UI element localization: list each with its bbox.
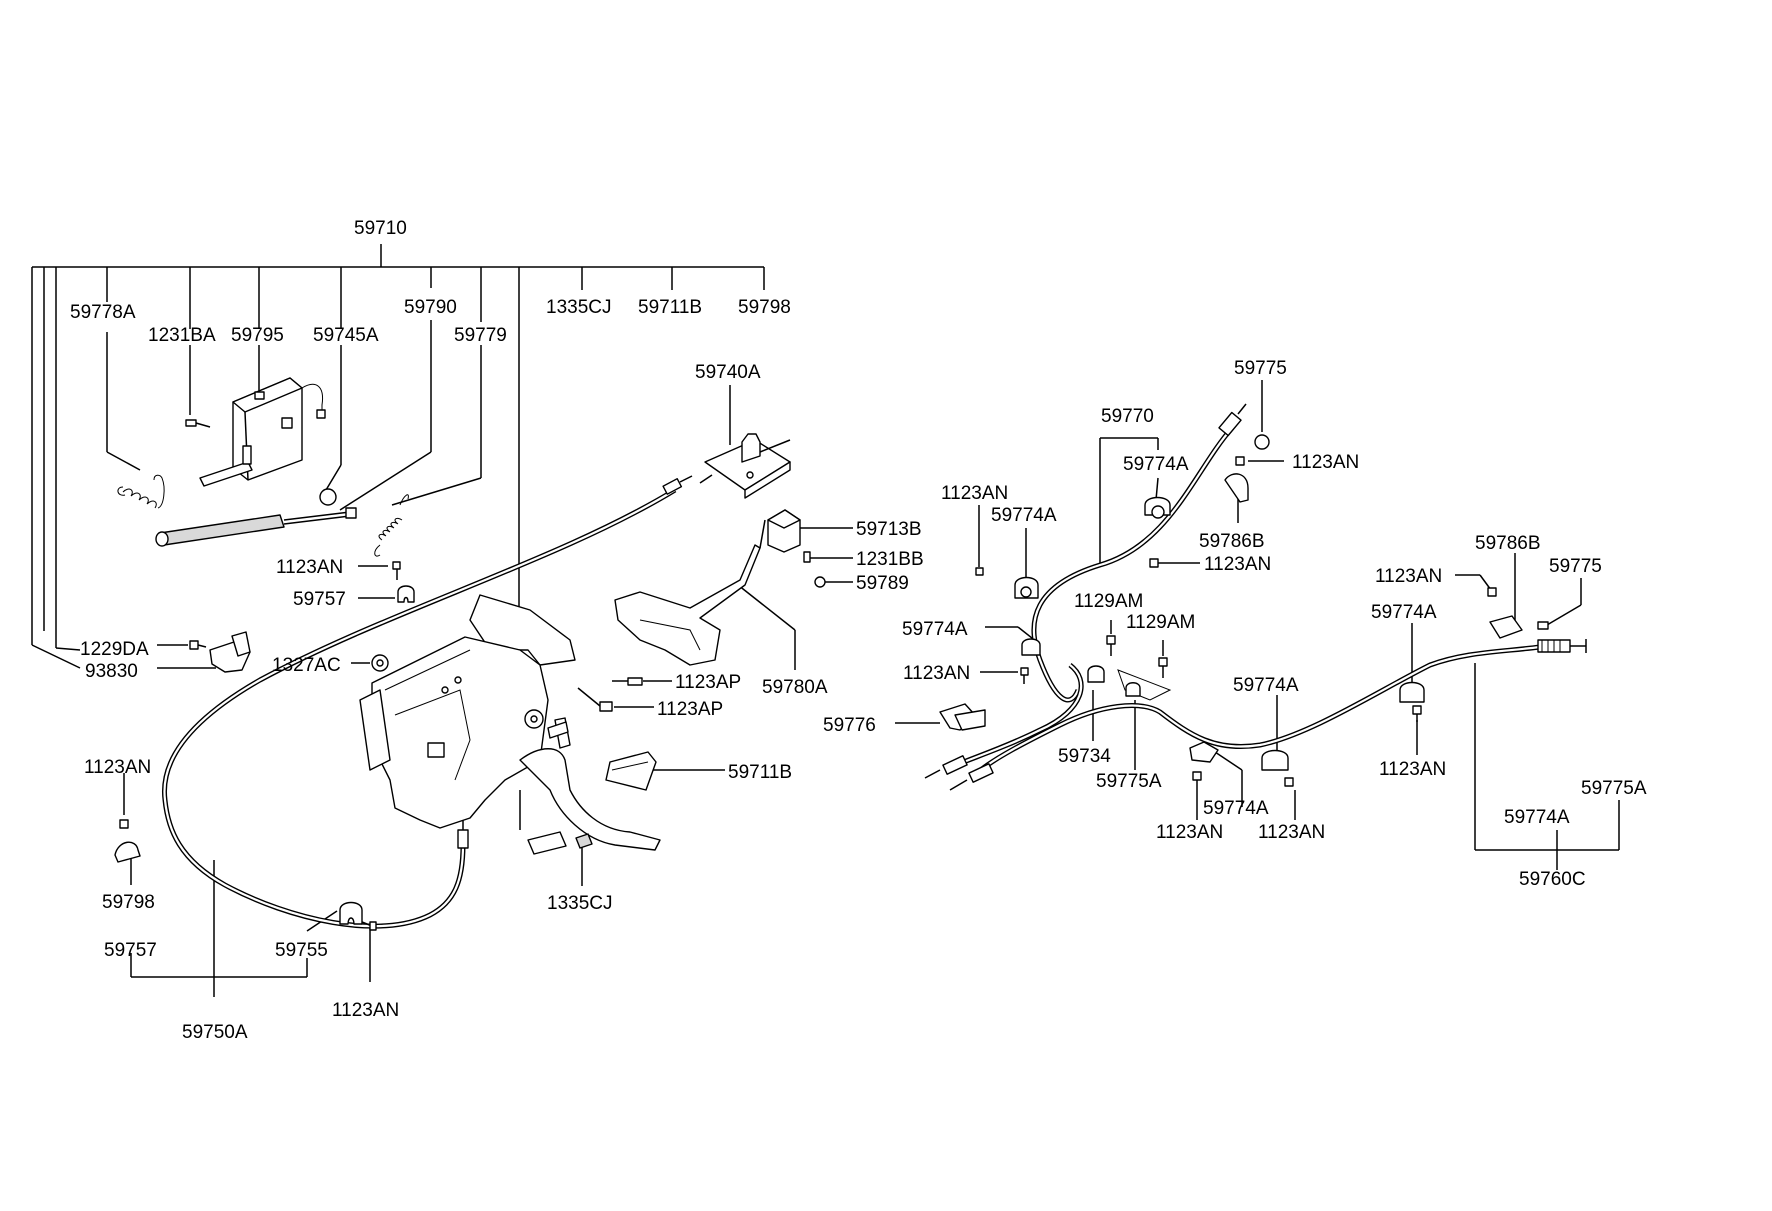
label-59776: 59776 [823,715,876,736]
label-1123AN-f: 1123AN [1204,554,1271,575]
label-1123AN-i: 1123AN [1258,822,1325,843]
label-59774A-a: 59774A [1123,454,1189,475]
label-59711B-b: 59711B [728,762,792,783]
label-1123AN-e: 1123AN [941,483,1008,504]
cables [161,403,1587,929]
label-1123AP-b: 1123AP [657,699,723,720]
label-59770: 59770 [1101,406,1154,427]
label-59786B-b: 59786B [1475,533,1541,554]
label-1123AN-a: 1123AN [276,557,343,578]
label-59745A: 59745A [313,325,379,346]
label-59795: 59795 [231,325,284,346]
label-59780A: 59780A [762,677,828,698]
label-59774A-f: 59774A [1371,602,1437,623]
label-59778A: 59778A [70,302,136,323]
label-59711B-top: 59711B [638,297,702,318]
label-59713B: 59713B [856,519,922,540]
label-1335CJ-top: 1335CJ [546,297,612,318]
label-59779: 59779 [454,325,507,346]
label-59710: 59710 [354,218,407,239]
label-1123AN-h: 1123AN [1156,822,1223,843]
label-1327AC: 1327AC [272,655,341,676]
label-1123AN-d: 1123AN [1292,452,1359,473]
label-59790: 59790 [404,297,457,318]
label-1231BB: 1231BB [856,549,924,570]
label-59774A-c: 59774A [902,619,968,640]
label-1129AM-a: 1129AM [1074,591,1143,612]
label-59789: 59789 [856,573,909,594]
label-59775-a: 59775 [1234,358,1287,379]
label-59798-top: 59798 [738,297,791,318]
label-1123AN-b: 1123AN [84,757,151,778]
label-59786B-a: 59786B [1199,531,1265,552]
label-1335CJ-b: 1335CJ [547,893,613,914]
label-59775A-a: 59775A [1096,771,1162,792]
label-1123AN-c: 1123AN [332,1000,399,1021]
label-59760C: 59760C [1519,869,1586,890]
label-59757-b: 59757 [104,940,157,961]
label-93830: 93830 [85,661,138,682]
label-1129AM-b: 1129AM [1126,612,1195,633]
label-59798-b: 59798 [102,892,155,913]
label-59750A: 59750A [182,1022,248,1043]
label-59774A-d: 59774A [1233,675,1299,696]
parts [114,377,1549,931]
label-59775A-b: 59775A [1581,778,1647,799]
label-1123AN-j: 1123AN [1379,759,1446,780]
label-59774A-b: 59774A [991,505,1057,526]
label-59774A-g: 59774A [1504,807,1570,828]
label-1231BA: 1231BA [148,325,216,346]
label-59740A: 59740A [695,362,761,383]
label-1123AN-g: 1123AN [903,663,970,684]
label-1229DA: 1229DA [80,639,149,660]
label-59774A-e: 59774A [1203,798,1269,819]
label-59757-a: 59757 [293,589,346,610]
leader-lines [31,244,1620,997]
label-1123AN-k: 1123AN [1375,566,1442,587]
label-59775-b: 59775 [1549,556,1602,577]
label-1123AP-a: 1123AP [675,672,741,693]
label-59755: 59755 [275,940,328,961]
label-59734: 59734 [1058,746,1111,767]
part-labels: 59710 59778A 1231BA 59795 59745A 59790 5… [70,218,1647,1043]
